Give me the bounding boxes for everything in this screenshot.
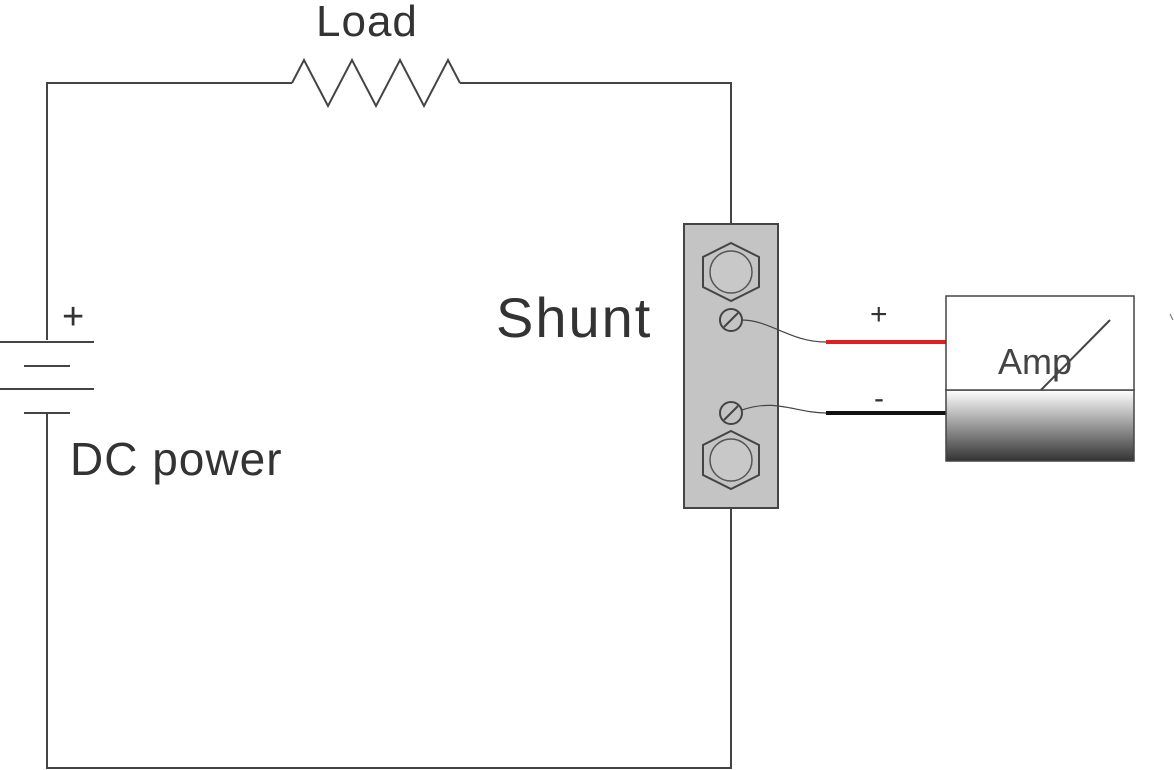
sense-screw-top [719, 308, 743, 332]
shunt-label: Shunt [496, 286, 653, 349]
wire-top-right [460, 82, 732, 224]
sense-wire-positive [741, 319, 827, 343]
hex-bolt-bottom [702, 429, 760, 491]
shunt [683, 223, 779, 509]
sense-screw-bottom [719, 401, 743, 425]
dc-power-label: DC power [70, 433, 283, 485]
ammeter-label: Amp [998, 341, 1073, 382]
load-resistor [291, 57, 461, 109]
wire-top-left [46, 82, 292, 340]
ammeter-base [945, 389, 1135, 462]
ammeter-needle [1040, 319, 1111, 391]
hex-bolt-top [702, 241, 760, 303]
meter-minus-sign: - [874, 382, 884, 415]
ammeter-face [945, 295, 1135, 391]
load-label: Load [316, 0, 418, 46]
sense-wire-negative [741, 404, 827, 414]
battery-plus-sign: + [62, 296, 85, 338]
edge-mark [1169, 313, 1174, 321]
battery-symbol [0, 341, 94, 414]
meter-plus-sign: + [870, 298, 888, 331]
ammeter [945, 295, 1135, 462]
wire-bottom [46, 414, 732, 769]
